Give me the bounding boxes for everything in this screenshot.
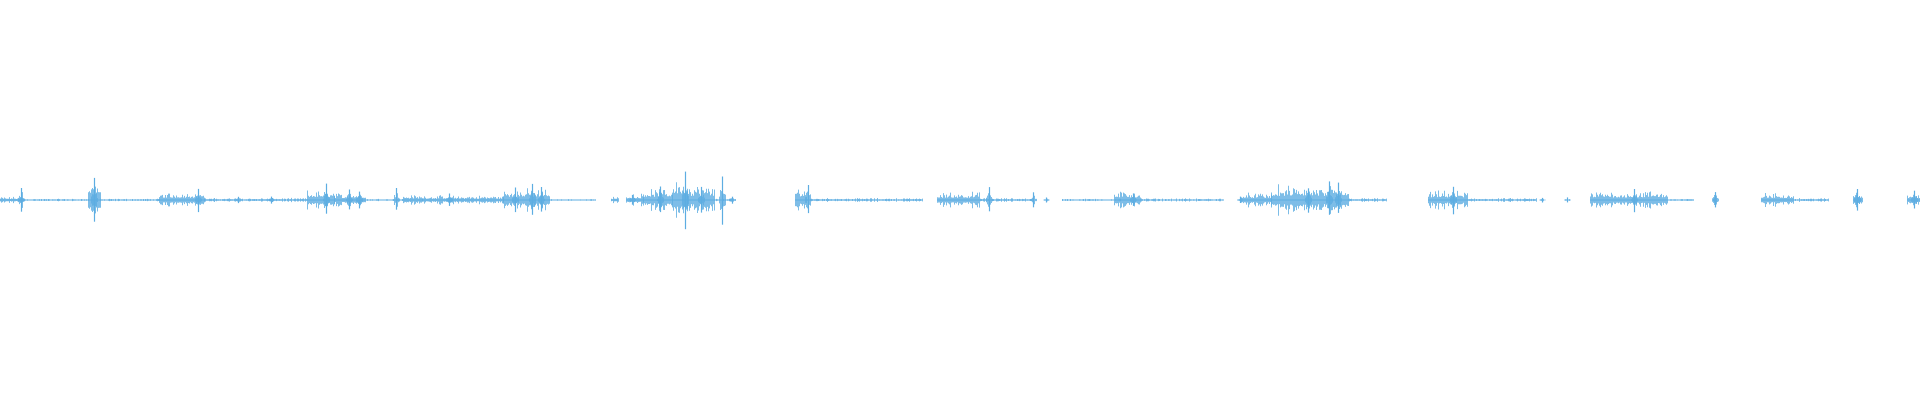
waveform-envelope	[1467, 198, 1537, 202]
waveform-segment	[422, 195, 504, 205]
waveform-segment	[795, 189, 807, 211]
waveform-segment	[1428, 190, 1468, 210]
waveform-segment	[0, 196, 24, 204]
waveform-envelope	[806, 198, 923, 202]
waveform-segment	[1140, 198, 1224, 202]
waveform-segment	[1793, 198, 1829, 202]
waveform-segment	[1240, 192, 1272, 208]
waveform-envelope	[1667, 199, 1694, 201]
waveform-group	[0, 171, 1920, 230]
waveform-envelope	[1793, 198, 1829, 202]
waveform-envelope	[1761, 193, 1794, 207]
waveform-segment	[23, 198, 89, 202]
waveform-segment	[549, 199, 596, 201]
waveform-segment	[1761, 193, 1794, 207]
waveform-segment	[403, 195, 423, 205]
waveform-envelope	[100, 198, 160, 202]
waveform-segment	[307, 190, 335, 210]
waveform-envelope	[549, 199, 596, 201]
waveform-segment	[806, 198, 923, 202]
waveform-envelope	[403, 195, 423, 205]
waveform-envelope	[937, 191, 980, 209]
waveform-segment	[1590, 191, 1668, 209]
waveform-envelope	[1348, 198, 1387, 202]
waveform-segment	[1667, 199, 1694, 201]
waveform-segment	[937, 191, 980, 209]
waveform-segment	[979, 198, 1034, 202]
waveform-segment	[204, 197, 308, 203]
waveform-segment	[611, 196, 619, 204]
waveform-envelope	[611, 196, 619, 204]
waveform-envelope	[1140, 198, 1224, 202]
waveform-segment	[1348, 198, 1387, 202]
waveform-segment	[100, 198, 160, 202]
waveform-segment	[1467, 198, 1537, 202]
